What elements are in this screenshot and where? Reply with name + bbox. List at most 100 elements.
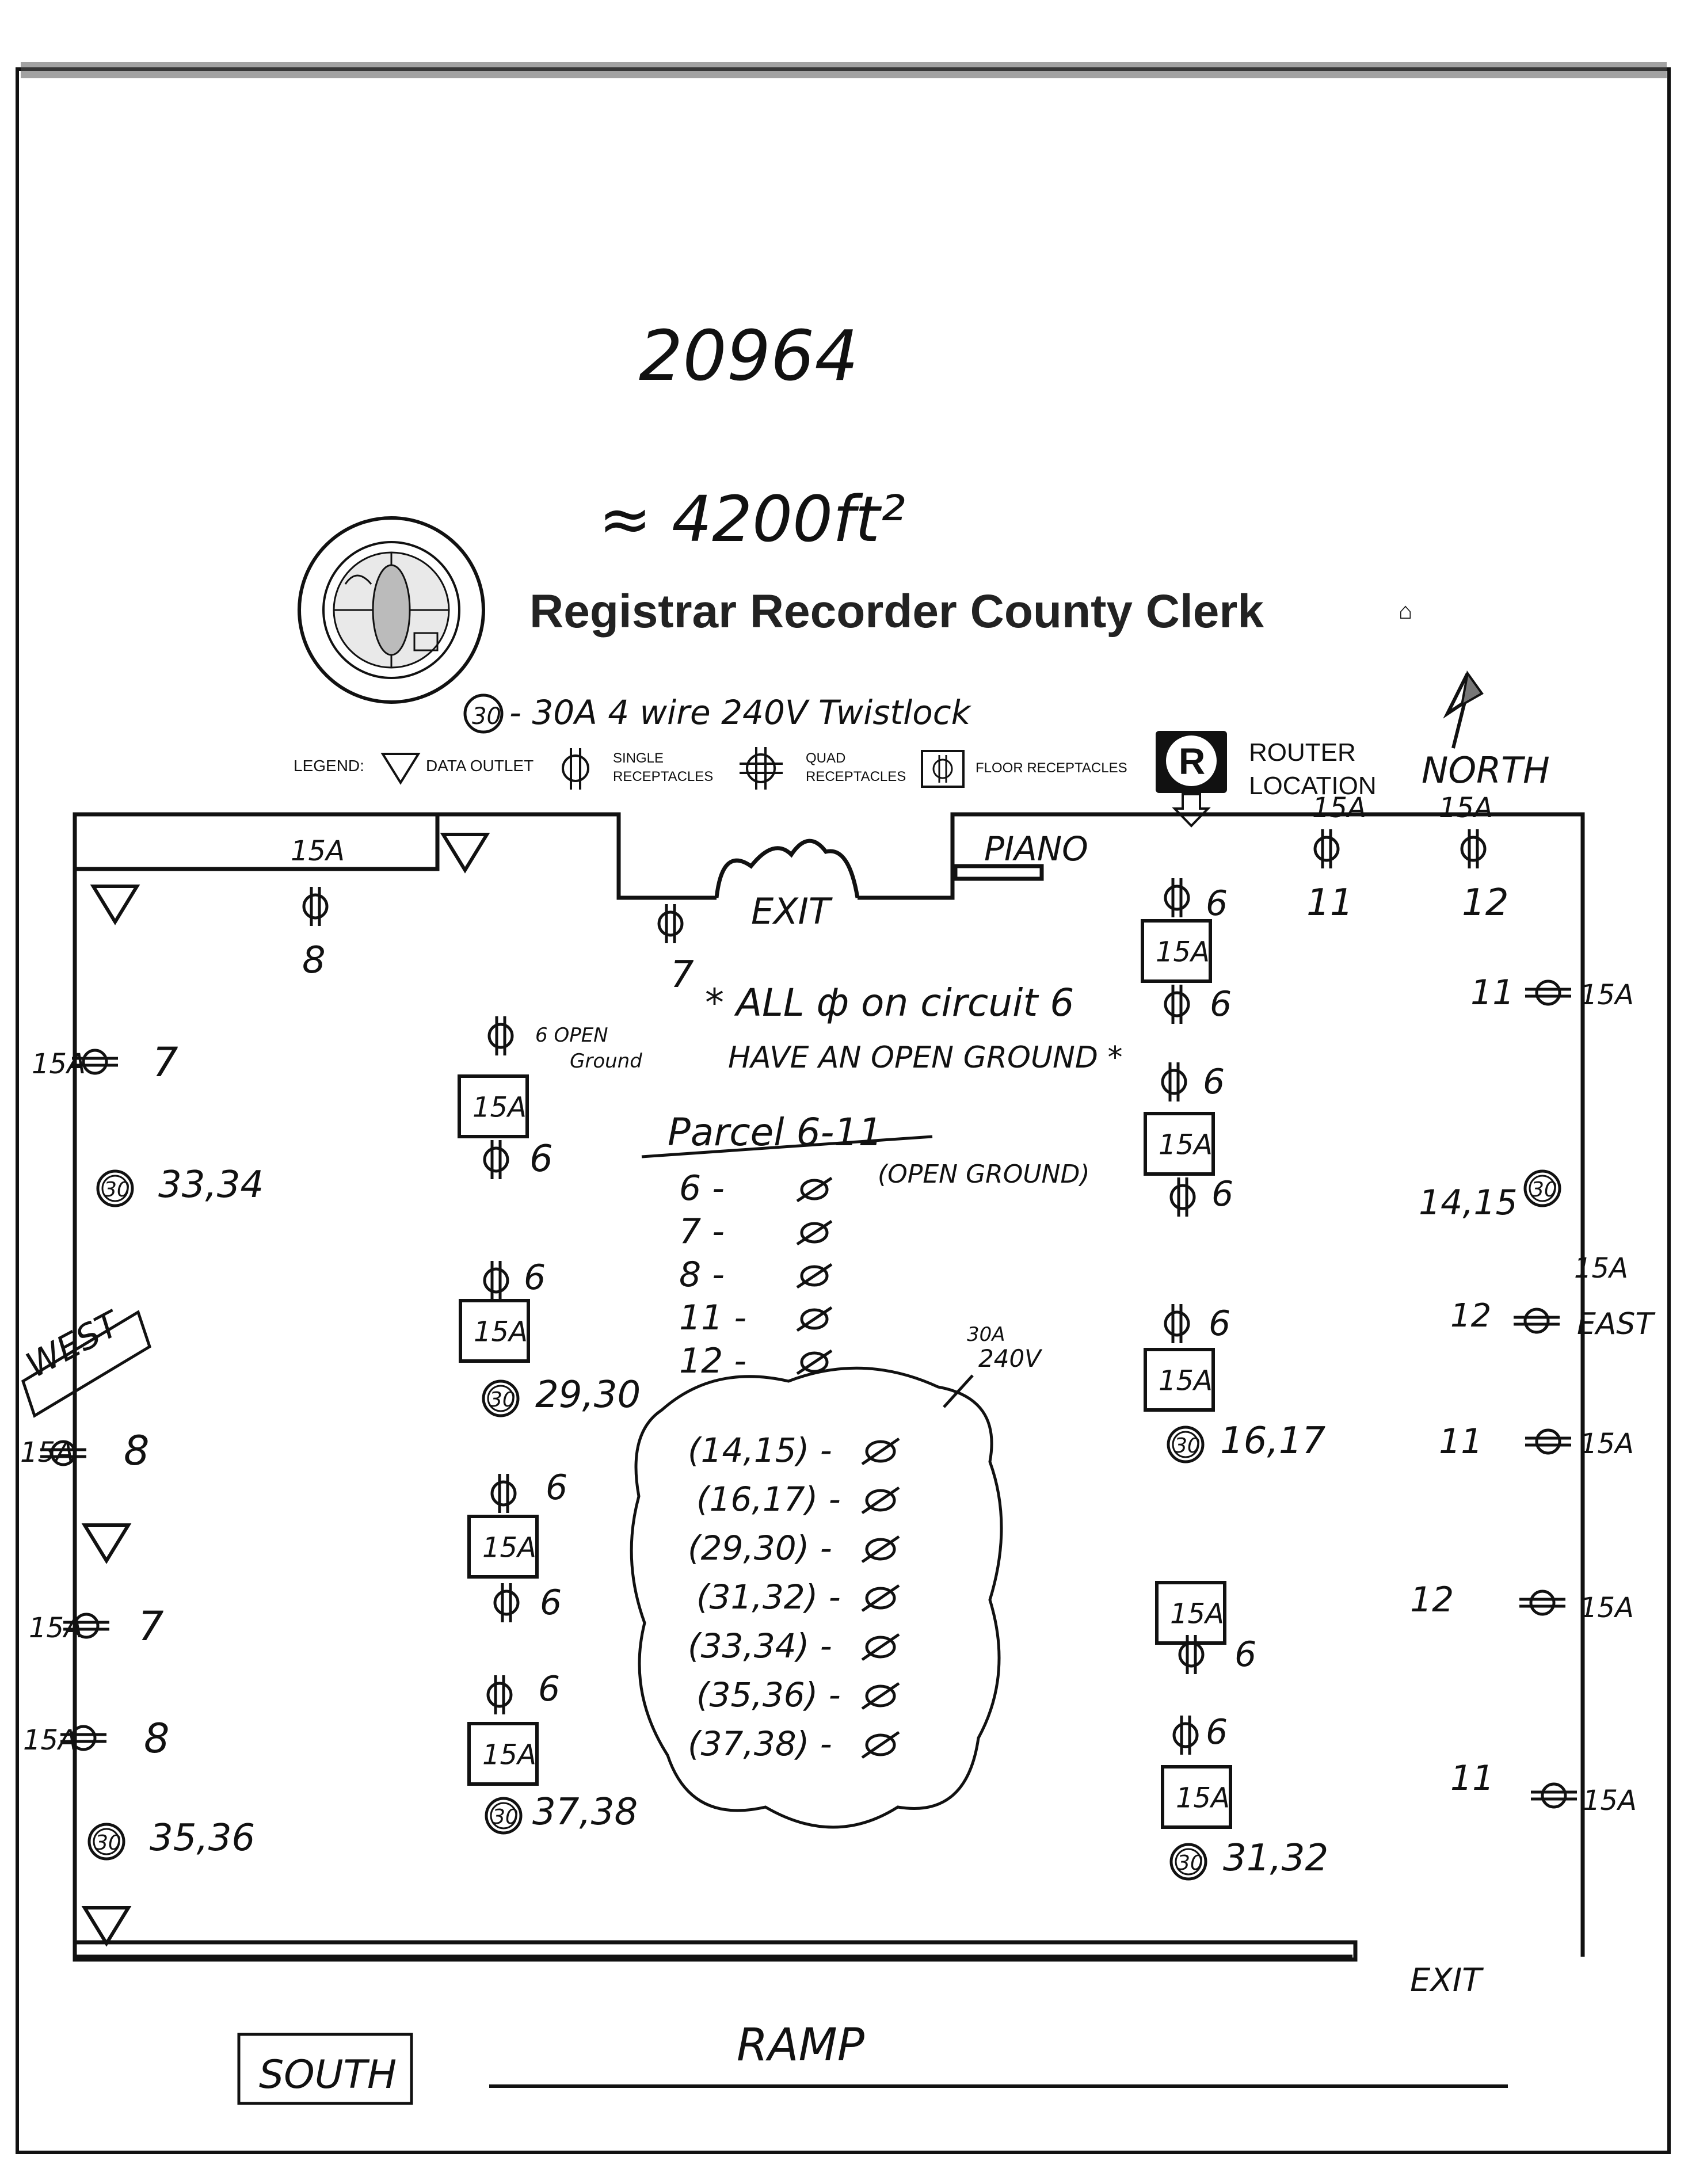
circuit-label: 37,38	[532, 1791, 638, 1834]
breaker-label: 15A	[20, 1436, 74, 1469]
breaker-label: 15A	[1580, 1428, 1634, 1460]
single-receptacle-icon	[490, 1474, 517, 1513]
wall-receptacle-icon	[1525, 1428, 1571, 1455]
twistlock-30a-icon: 30	[1167, 1425, 1205, 1463]
data-outlet-top-icon	[440, 833, 490, 874]
open-ground-label-2: Ground	[570, 1050, 642, 1073]
circuit-label: 6	[1210, 984, 1232, 1024]
circuit-label: 6	[1203, 1062, 1225, 1102]
circuit-label: 6	[540, 1583, 562, 1623]
wall-receptacle-icon	[1531, 1782, 1577, 1809]
circuit-label: 6	[538, 1669, 560, 1709]
building-outline	[73, 812, 1585, 1962]
single-receptacle-icon	[562, 748, 589, 790]
parcel-list: Parcel 6-11 (OPEN GROUND) 6 -7 -8 -11 -1…	[630, 1110, 1090, 1829]
compass-south-label: SOUTH	[259, 2052, 397, 2098]
parcel-twistlock-item: (29,30) -	[688, 1529, 832, 1568]
floor-box-15a: 15A	[1155, 1581, 1226, 1645]
wall-receptacle-icon	[1514, 1308, 1560, 1334]
parcel-twistlock-item: (33,34) -	[688, 1626, 832, 1665]
router-icon: R	[1156, 731, 1227, 828]
legend: LEGEND: DATA OUTLET SINGLE RECEPTACLES Q…	[294, 731, 1377, 828]
breaker-label: 15A	[1580, 1592, 1634, 1624]
single-receptacle-icon	[1164, 878, 1190, 917]
scanner-edge	[21, 62, 1667, 78]
parcel-twistlock-item: (31,32) -	[696, 1577, 841, 1617]
circuit-label: 6	[1211, 1174, 1233, 1214]
twistlock-east-icon: 30	[1523, 1169, 1561, 1207]
legend-quad-2: RECEPTACLES	[806, 769, 906, 784]
receptacle-c12-icon	[1460, 829, 1487, 868]
data-outlet-nw-icon	[90, 885, 140, 925]
circuit-label: 11	[1470, 973, 1514, 1013]
single-receptacle-icon	[493, 1583, 520, 1622]
breaker-label: 15A	[1156, 936, 1210, 969]
wall-receptacle-icon	[1525, 979, 1571, 1006]
single-receptacle-icon	[1164, 985, 1190, 1024]
county-seal-logo	[298, 516, 485, 704]
receptacle-c8-icon	[302, 887, 329, 926]
breaker-label: 15A	[1583, 1785, 1637, 1817]
breaker-label: 15A	[1312, 792, 1366, 824]
breaker-label: 15A	[29, 1612, 83, 1644]
circuit-label: 16,17	[1220, 1420, 1326, 1462]
exit-bottom-label: EXIT	[1410, 1962, 1484, 1999]
circuit-label: 14,15	[1419, 1183, 1518, 1223]
circuit-label: 31,32	[1223, 1837, 1328, 1880]
twistlock-symbol: 30	[472, 703, 501, 730]
circuit-label: 11	[1306, 882, 1353, 924]
circuit-label: 29,30	[535, 1374, 641, 1416]
floor-box-15a: 15A	[1144, 1112, 1215, 1176]
circuit-label: 35,36	[150, 1817, 255, 1859]
parcel-twistlock-item: (35,36) -	[696, 1675, 841, 1714]
breaker-label: 15A	[1159, 1365, 1213, 1397]
legend-router-2: LOCATION	[1249, 772, 1377, 800]
circuit-label: 6	[1209, 1303, 1230, 1344]
twistlock-west-icon: 30	[96, 1169, 134, 1207]
router-symbol: R	[1179, 741, 1205, 782]
twistlock-label: 30	[1531, 1178, 1557, 1202]
circuit-label: 6	[1234, 1634, 1256, 1675]
parcel-open-ground: (OPEN GROUND)	[878, 1160, 1090, 1189]
west-receptacle-icon	[40, 1440, 86, 1466]
open-ground-label-1: 6 OPEN	[535, 1024, 608, 1047]
parcel-circuit-item: 7 -	[679, 1211, 725, 1252]
floor-box-15a: 15A	[459, 1299, 530, 1363]
receptacle-c7-icon	[657, 904, 684, 943]
parcel-circuit-item: 6 -	[679, 1168, 725, 1209]
circuit-label: 12	[1410, 1580, 1454, 1620]
parcel-circuits: 6 -7 -8 -11 -12 -	[679, 1168, 833, 1381]
org-title: Registrar Recorder County Clerk	[529, 585, 1264, 638]
circuit-label: 11	[1450, 1758, 1494, 1798]
floor-box-15a: 15A	[467, 1722, 539, 1786]
twistlock-cloud	[630, 1366, 1003, 1829]
twistlock-note: 30 - 30A 4 wire 240V Twistlock	[463, 693, 972, 734]
legend-data-outlet: DATA OUTLET	[426, 757, 534, 775]
floor-box-15a: 15A	[1144, 1348, 1215, 1412]
breaker-label: 15A	[1159, 1129, 1213, 1161]
compass-west: WEST	[20, 1303, 152, 1418]
single-receptacle-icon	[1161, 1062, 1187, 1101]
parcel-twistlock-note-2: 240V	[978, 1344, 1043, 1373]
circuit-label: 8	[302, 939, 326, 982]
circuit-label: 8	[124, 1427, 150, 1474]
twistlock-label: 30	[104, 1178, 130, 1202]
legend-label: LEGEND:	[294, 757, 364, 775]
breaker-label: 15A	[1439, 792, 1493, 824]
parcel-twistlock-item: (37,38) -	[688, 1724, 832, 1763]
site-number: 20964	[639, 317, 859, 397]
single-receptacle-icon	[483, 1140, 509, 1179]
circuit-label: 6	[1206, 1712, 1228, 1752]
parcel-twistlock-item: (14,15) -	[688, 1431, 832, 1470]
circuit-label: 12	[1450, 1297, 1491, 1335]
parcel-circuit-item: 8 -	[679, 1255, 725, 1295]
twistlock-30a-icon: 30	[482, 1379, 520, 1417]
open-ground-note-1: * ALL ф on circuit 6	[705, 981, 1074, 1025]
twistlock-30a-icon: 30	[485, 1797, 523, 1835]
parcel-twistlock-list: (14,15) -(16,17) -(29,30) -(31,32) -(33,…	[688, 1431, 900, 1763]
quad-receptacle-icon	[740, 747, 783, 790]
exit-top-label: EXIT	[751, 890, 833, 932]
single-receptacle-icon	[1169, 1177, 1196, 1217]
